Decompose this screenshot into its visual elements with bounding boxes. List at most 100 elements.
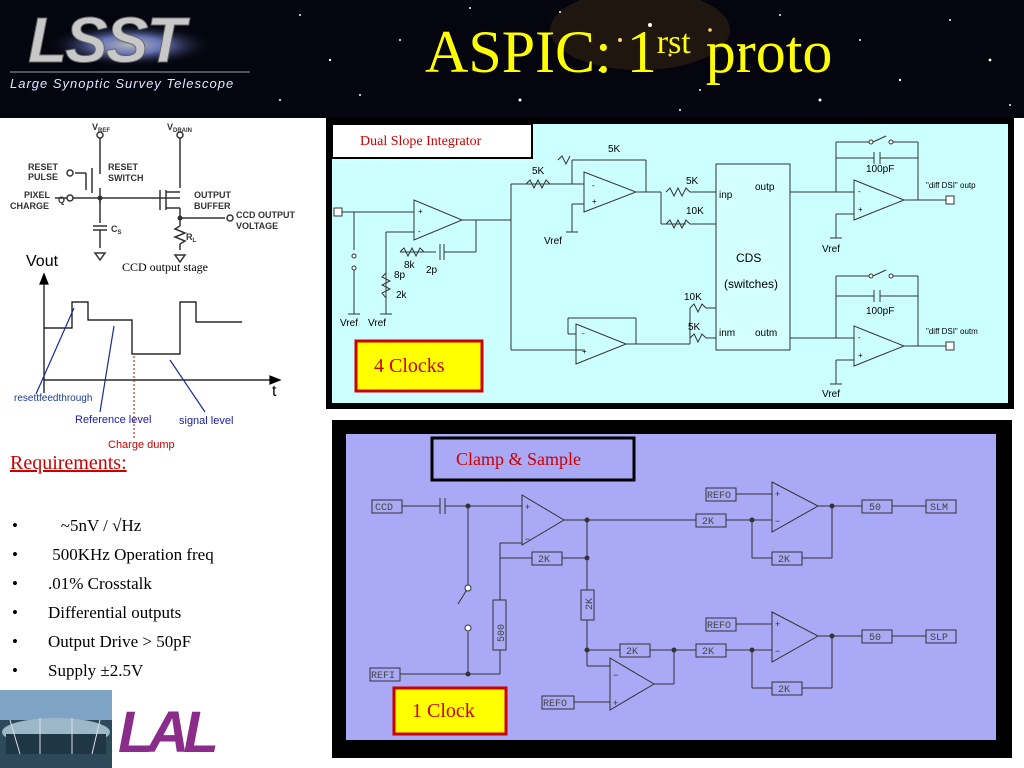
resistor-label: 8k (404, 260, 416, 271)
resistor-label: 5K (532, 166, 545, 177)
svg-text:+: + (858, 205, 863, 214)
starfield-background: LSST (0, 0, 1024, 118)
resistor-label: 2K (585, 598, 596, 610)
title-tail: proto (690, 19, 833, 85)
slide-title: ASPIC: 1rst proto (425, 18, 832, 87)
dual-slope-integrator-panel: Dual Slope Integrator (326, 118, 1014, 409)
lsst-logo: LSST (28, 4, 190, 76)
refo-port-label: REFO (543, 699, 567, 710)
svg-text:LAL: LAL (118, 700, 216, 765)
svg-text:-: - (418, 227, 421, 236)
reset-switch-label-1: RESET (108, 162, 139, 172)
capacitor-label: 2p (426, 265, 438, 276)
refo-port-label: REFO (707, 491, 731, 502)
cs-label: CS (111, 224, 122, 236)
resistor-label: 5K (688, 322, 701, 333)
reset-pulse-label-2: PULSE (28, 172, 58, 182)
vout-waveform: Vout t resettfeedthrough Reference level… (14, 253, 282, 451)
reference-level-label: Reference level (75, 414, 151, 426)
resistor-label: 2K (702, 647, 714, 658)
svg-text:−: − (775, 516, 780, 526)
t-axis-label: t (272, 383, 277, 400)
svg-text:-: - (582, 329, 585, 338)
diff-dsi-outp-label: "diff DSI" outp (926, 181, 976, 190)
vout-label: Vout (26, 253, 59, 270)
reset-feedthrough-label: resettfeedthrough (14, 393, 92, 404)
vref-label: Vref (822, 389, 840, 400)
ccd-output-label-2: VOLTAGE (236, 221, 278, 231)
output-buffer-label-1: OUTPUT (194, 190, 232, 200)
resistor-label: 5K (686, 176, 699, 187)
resistor-label: 2K (538, 555, 550, 566)
svg-text:−: − (775, 646, 780, 656)
svg-text:-: - (592, 181, 595, 190)
svg-text:+: + (525, 502, 530, 512)
resistor-label: 2K (626, 647, 638, 658)
diff-dsi-outm-label: "diff DSI" outm (926, 327, 978, 336)
svg-text:+: + (775, 619, 780, 629)
q-label: Q (58, 195, 65, 205)
resistor-label: 2K (702, 517, 714, 528)
resistor-label: 5K (608, 144, 621, 155)
capacitor-label: 100pF (866, 306, 894, 317)
resistor-label: 500 (497, 624, 508, 642)
signal-level-label: signal level (179, 415, 233, 427)
pixel-charge-label-2: CHARGE (10, 201, 49, 211)
vref-label: Vref (368, 318, 386, 329)
title-superscript: rst (656, 24, 691, 61)
svg-text:+: + (775, 489, 780, 499)
title-main: ASPIC: 1 (425, 19, 657, 85)
slm-port-label: SLM (930, 503, 948, 514)
ccd-port-label: CCD (375, 503, 393, 514)
cds-outm-label: outm (755, 328, 777, 339)
svg-text:-: - (858, 187, 861, 196)
svg-text:+: + (592, 197, 597, 206)
ccd-stage-caption: CCD output stage (122, 260, 208, 274)
svg-text:+: + (418, 207, 423, 216)
reset-pulse-label-1: RESET (28, 162, 59, 172)
charge-dump-label: Charge dump (108, 439, 175, 451)
four-clocks-box (354, 339, 484, 393)
lal-logo: LAL (118, 700, 222, 765)
vdrain-label: VDRAIN (167, 122, 192, 134)
ccd-output-label-1: CCD OUTPUT (236, 210, 295, 220)
one-clock-label: 1 Clock (412, 700, 475, 722)
svg-text:+: + (858, 351, 863, 360)
ccd-output-stage-schematic: VREF VDRAIN RESET PULSE RESET SWITCH PIX… (10, 122, 295, 274)
refo-port-label: REFO (707, 621, 731, 632)
reset-switch-label-2: SWITCH (108, 173, 144, 183)
resistor-label: 10K (686, 206, 704, 217)
resistor-label: 10K (684, 292, 702, 303)
resistor-label: 2K (778, 555, 790, 566)
svg-text:+: + (582, 347, 587, 356)
vref-label: Vref (340, 318, 358, 329)
capacitor-label: 8p (394, 270, 406, 281)
logo-caption: Large Synoptic Survey Telescope (10, 76, 235, 91)
resistor-label: 2K (778, 685, 790, 696)
svg-text:−: − (613, 670, 618, 680)
slp-port-label: SLP (930, 633, 948, 644)
cds-switches-label: (switches) (724, 277, 778, 291)
svg-text:-: - (858, 333, 861, 342)
resistor-label: 2k (396, 290, 408, 301)
resistor-label: 50 (869, 633, 881, 644)
svg-text:+: + (613, 698, 618, 708)
one-clock-box (392, 686, 508, 736)
resistor-label: 50 (869, 503, 881, 514)
four-clocks-label: 4 Clocks (374, 355, 445, 377)
bottom-logos: LAL (0, 690, 222, 768)
output-buffer-label-2: BUFFER (194, 201, 231, 211)
svg-text:−: − (525, 534, 530, 544)
cds-label: CDS (736, 251, 761, 265)
vref-label: VREF (92, 122, 110, 134)
refi-port-label: REFI (371, 671, 395, 682)
telescope-photo (0, 690, 112, 768)
capacitor-label: 100pF (866, 164, 894, 175)
vref-label: Vref (544, 236, 562, 247)
requirements-heading: Requirements: (10, 452, 127, 474)
rl-label: RL (186, 232, 197, 244)
cds-outp-label: outp (755, 182, 775, 193)
header-banner: LSST Large Synoptic Survey Telescope ASP… (0, 0, 1024, 118)
cds-inp-label: inp (719, 190, 733, 201)
dsi-title: Dual Slope Integrator (360, 134, 482, 149)
